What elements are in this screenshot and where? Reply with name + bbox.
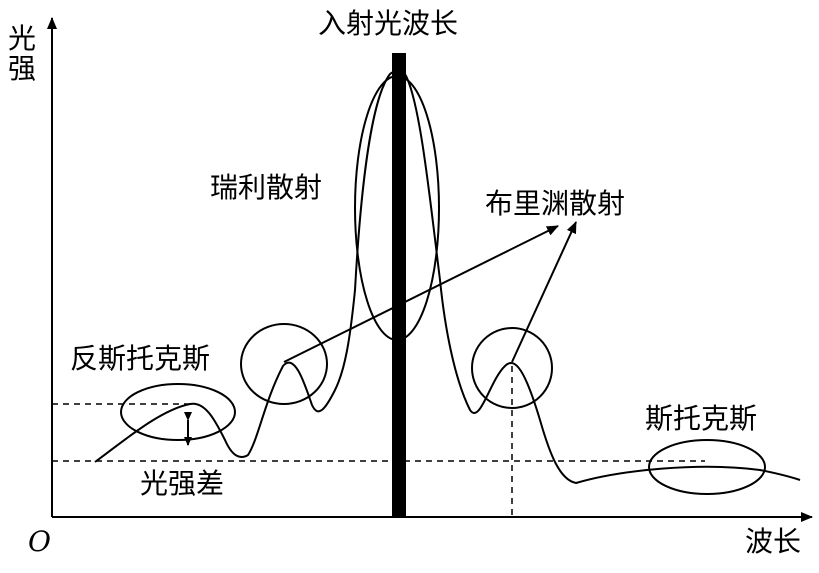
anti-stokes-brillouin-ellipse <box>240 323 328 405</box>
incident-wavelength-label: 入射光波长 <box>318 7 459 40</box>
rayleigh-ellipse <box>354 75 440 341</box>
x-axis-label: 波长 <box>745 525 802 558</box>
brillouin-arrow-left <box>283 225 559 363</box>
stokes-label: 斯托克斯 <box>645 402 758 435</box>
anti-stokes-label: 反斯托克斯 <box>70 342 211 375</box>
rayleigh-scattering-label: 瑞利散射 <box>210 171 323 204</box>
incident-wavelength-bar <box>392 53 406 516</box>
brillouin-scattering-label: 布里渊散射 <box>485 187 626 220</box>
brillouin-arrow-right <box>511 221 577 363</box>
y-axis-label: 光强 <box>8 22 37 85</box>
origin-label: O <box>28 525 51 558</box>
anti-stokes-ellipse <box>120 383 236 441</box>
stokes-ellipse <box>648 439 766 495</box>
stokes-brillouin-ellipse <box>471 327 553 409</box>
intensity-difference-label: 光强差 <box>140 467 225 500</box>
